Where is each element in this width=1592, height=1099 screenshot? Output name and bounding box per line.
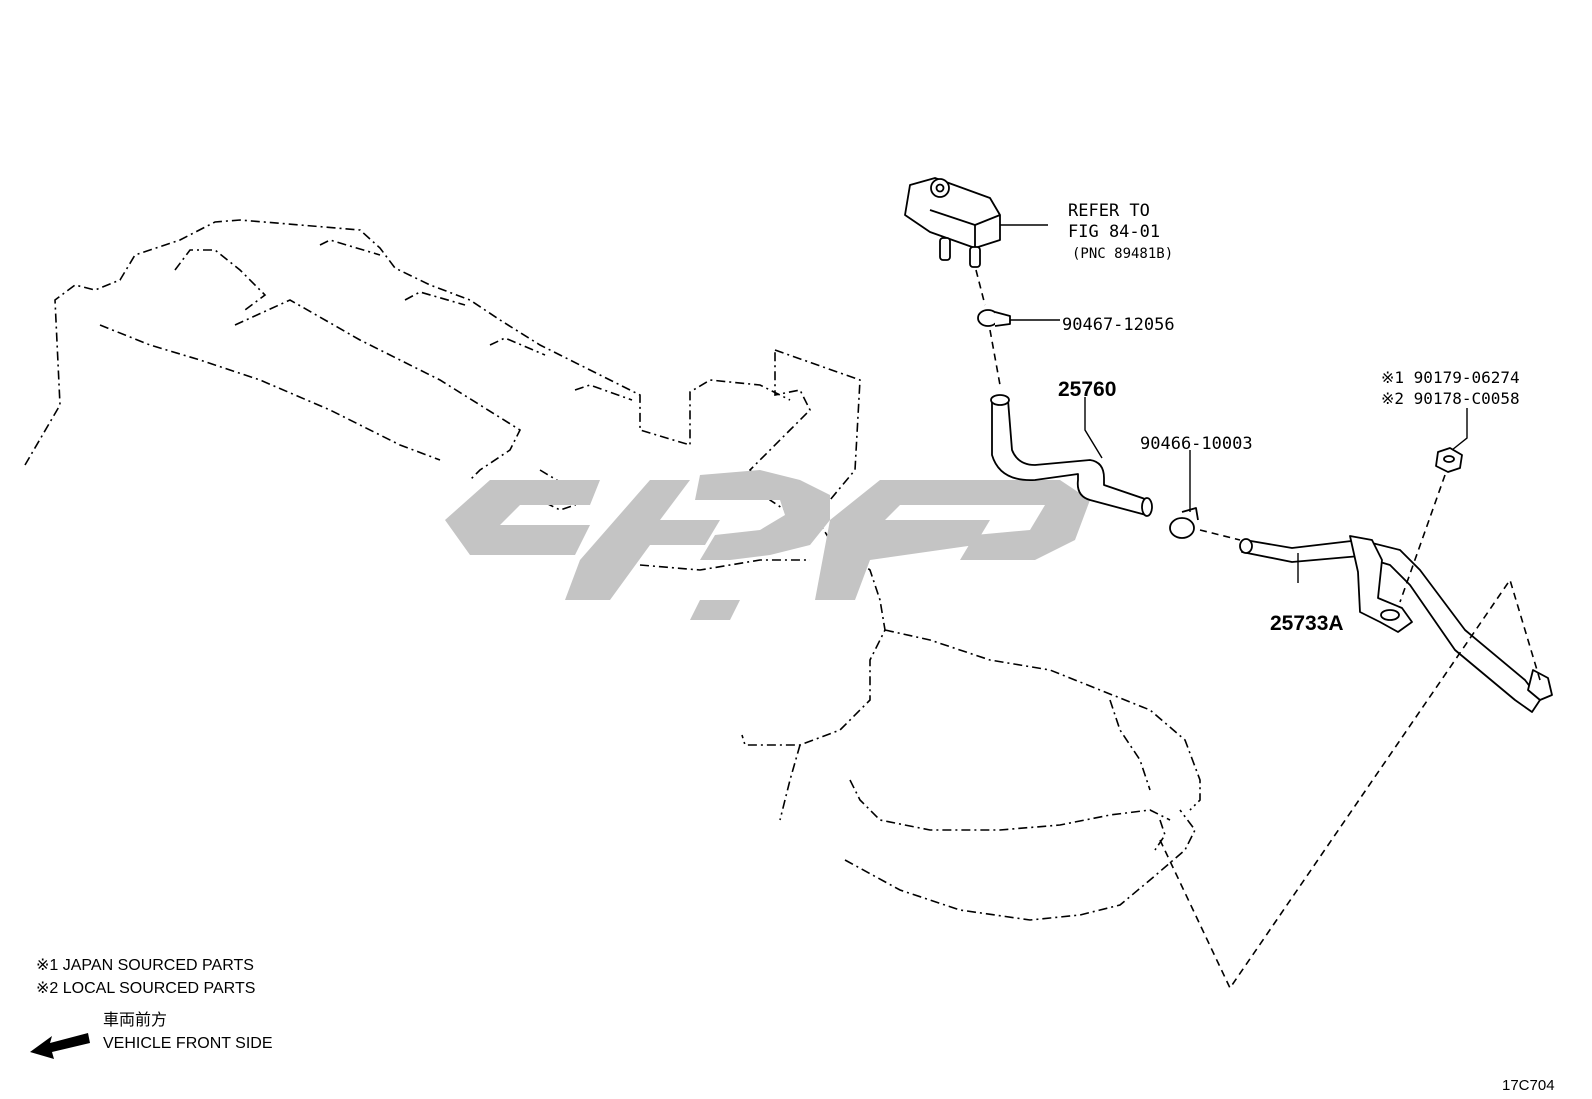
legend-front-jp: 車両前方 bbox=[103, 1011, 167, 1029]
figure-code: 17C704 bbox=[1502, 1077, 1555, 1094]
mount-reference-line bbox=[1159, 578, 1541, 990]
pressure-sensor bbox=[904, 177, 1001, 268]
fig-ref-label: FIG 84-01 bbox=[1068, 222, 1160, 242]
part-label-90466: 90466-10003 bbox=[1140, 434, 1253, 454]
legend-japan-sourced: ※1 JAPAN SOURCED PARTS bbox=[36, 957, 254, 974]
legend-front-en: VEHICLE FRONT SIDE bbox=[103, 1035, 273, 1052]
watermark-logo bbox=[445, 470, 1090, 620]
hose-clamp-90467 bbox=[975, 269, 1011, 386]
part-label-90178: ※2 90178-C0058 bbox=[1381, 389, 1520, 408]
pnc-ref-label: (PNC 89481B) bbox=[1072, 246, 1173, 262]
part-label-90179: ※1 90179-06274 bbox=[1381, 368, 1520, 387]
leader-lines bbox=[1000, 224, 1468, 583]
hose-25760 bbox=[990, 394, 1153, 517]
part-label-25760: 25760 bbox=[1058, 378, 1116, 401]
arrow-left-icon bbox=[30, 1033, 90, 1059]
part-label-25733A: 25733A bbox=[1270, 612, 1344, 635]
legend-local-sourced: ※2 LOCAL SOURCED PARTS bbox=[36, 980, 255, 997]
part-label-90467: 90467-12056 bbox=[1062, 315, 1175, 335]
hose-clamp-90466 bbox=[1169, 507, 1241, 541]
nut-90179 bbox=[1399, 447, 1463, 603]
pipe-25733A bbox=[1239, 535, 1553, 713]
refer-to-label: REFER TO bbox=[1068, 201, 1150, 221]
